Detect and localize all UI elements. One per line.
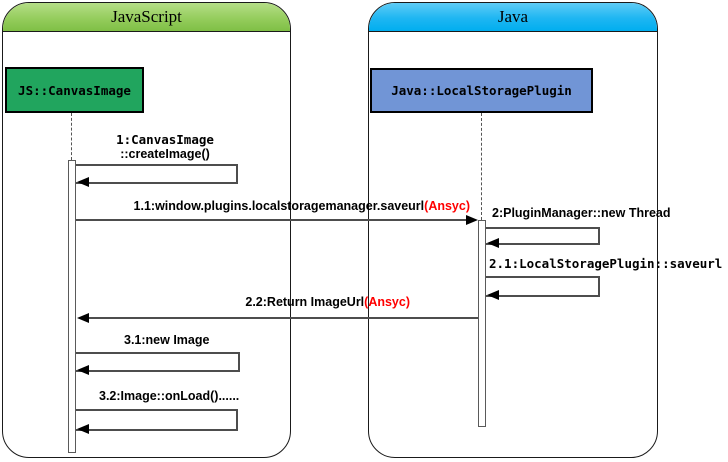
message-2-label: 2:PluginManager::new Thread bbox=[492, 206, 671, 220]
activation-java bbox=[478, 220, 486, 427]
message-1-1-text: 1.1:window.plugins.localstoragemanager.s… bbox=[133, 199, 425, 213]
message-3-1-label: 3.1:new Image bbox=[124, 333, 210, 347]
message-2-1-arrowhead-icon bbox=[487, 290, 499, 300]
message-1-label-line2: ::createImage() bbox=[120, 147, 210, 161]
message-2-2-arrowhead-icon bbox=[77, 313, 89, 323]
object-java-localstorageplugin: Java::LocalStoragePlugin bbox=[370, 68, 593, 113]
message-2-2-suffix: (Ansyc) bbox=[364, 295, 410, 309]
object-js-canvasimage-label: JS::CanvasImage bbox=[18, 82, 131, 98]
message-2-arrowhead-icon bbox=[487, 238, 499, 248]
message-2-2-label: 2.2:Return ImageUrl(Ansyc) bbox=[160, 295, 410, 309]
frame-javascript-header: JavaScript bbox=[3, 3, 290, 32]
message-2-1-label: 2.1:LocalStoragePlugin::saveurl bbox=[489, 256, 723, 271]
activation-js bbox=[68, 160, 76, 453]
message-1-1-suffix: (Ansyc) bbox=[424, 199, 470, 213]
message-2-selfloop bbox=[486, 227, 600, 245]
object-java-localstorageplugin-label: Java::LocalStoragePlugin bbox=[391, 83, 572, 98]
message-1-arrowhead-icon bbox=[77, 177, 89, 187]
message-1-1-label: 1.1:window.plugins.localstoragemanager.s… bbox=[100, 199, 470, 213]
message-3-1-selfloop bbox=[76, 352, 240, 372]
message-2-2-line bbox=[82, 317, 478, 319]
message-1-label-line1: 1:CanvasImage bbox=[116, 132, 214, 147]
message-3-2-label: 3.2:Image::onLoad()...... bbox=[99, 389, 240, 403]
message-1-selfloop bbox=[76, 164, 238, 184]
frame-java: Java bbox=[368, 2, 658, 458]
message-1-1-line bbox=[76, 219, 472, 221]
lifeline-java bbox=[481, 113, 482, 220]
message-2-1-selfloop bbox=[486, 276, 600, 297]
message-2-2-text: 2.2:Return ImageUrl bbox=[245, 295, 365, 309]
frame-java-title: Java bbox=[497, 7, 529, 26]
object-js-canvasimage: JS::CanvasImage bbox=[5, 67, 144, 113]
message-1-1-arrowhead-icon bbox=[466, 215, 478, 225]
message-3-1-arrowhead-icon bbox=[77, 365, 89, 375]
message-3-2-selfloop bbox=[76, 409, 238, 431]
frame-javascript-title: JavaScript bbox=[111, 7, 182, 26]
message-3-2-arrowhead-icon bbox=[77, 424, 89, 434]
frame-java-header: Java bbox=[369, 3, 657, 32]
lifeline-js bbox=[71, 113, 72, 160]
